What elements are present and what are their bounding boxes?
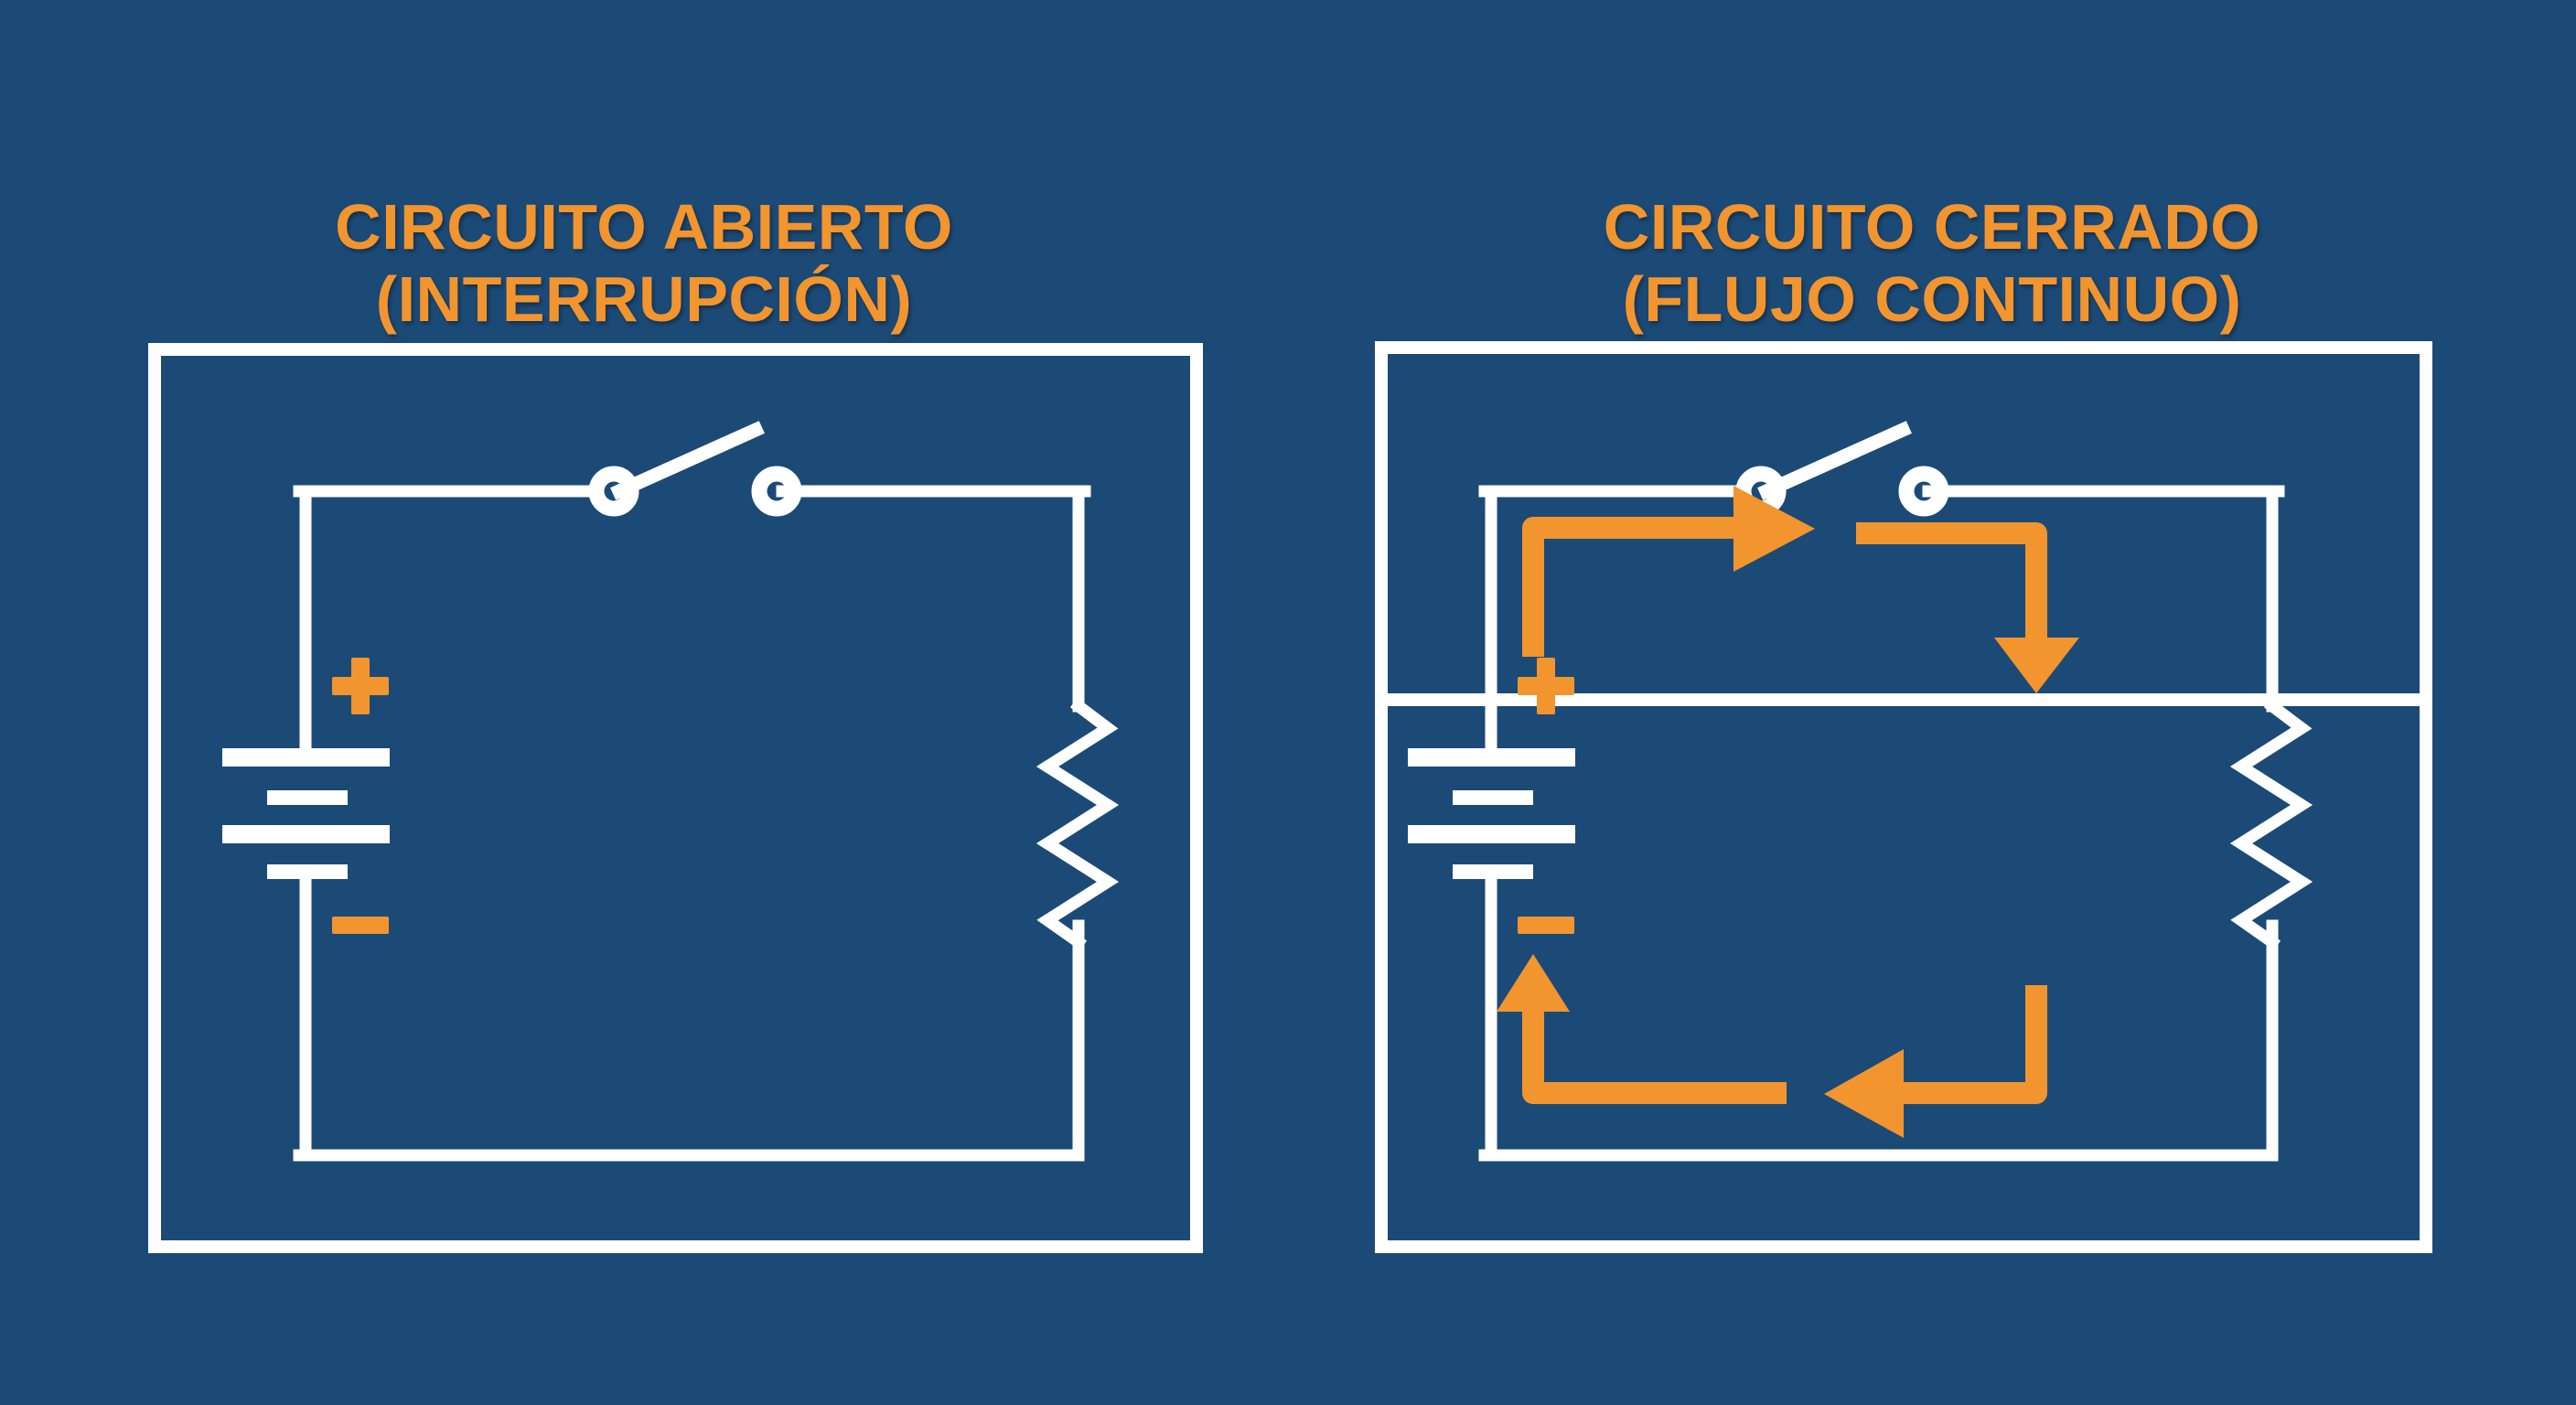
panel-open-circuit: CIRCUITO ABIERTO (INTERRUPCIÓN) <box>0 119 1288 1253</box>
closed-circuit-drawing <box>1375 341 2432 1253</box>
switch-icon[interactable] <box>1735 421 1949 517</box>
title-line-2: (FLUJO CONTINUO) <box>1622 263 2242 336</box>
resistor-icon <box>2229 697 2313 951</box>
switch-terminal-right[interactable] <box>1898 466 1949 517</box>
panel-frame <box>148 343 1203 1253</box>
switch-lever[interactable] <box>610 421 765 500</box>
panel-open-circuit-title: CIRCUITO ABIERTO (INTERRUPCIÓN) <box>0 119 1288 408</box>
arrow-top-left-head <box>1733 486 1815 572</box>
minus-icon <box>1518 917 1574 934</box>
switch-icon[interactable] <box>588 421 802 517</box>
open-circuit-drawing <box>148 343 1203 1253</box>
arrow-top-left-icon <box>1522 517 1741 657</box>
title-line-1: CIRCUITO CERRADO <box>1603 191 2261 263</box>
switch-lever[interactable] <box>1757 421 1912 500</box>
arrow-bottom-right-icon <box>1896 985 2047 1104</box>
title-line-1: CIRCUITO ABIERTO <box>335 191 953 263</box>
plus-icon <box>332 658 389 714</box>
switch-terminal-right[interactable] <box>751 466 802 517</box>
resistor-icon <box>1036 697 1120 951</box>
arrow-bottom-left-icon <box>1522 1004 1787 1104</box>
panel-closed-circuit: CIRCUITO CERRADO (FLUJO CONTINUO) <box>1288 0 2576 1405</box>
panel-frame-full <box>1375 341 2432 1253</box>
arrow-top-right-icon <box>1856 522 2047 645</box>
plus-icon <box>1518 658 1574 714</box>
title-line-2: (INTERRUPCIÓN) <box>375 263 913 336</box>
switch-terminal-left[interactable] <box>588 466 639 517</box>
arrow-bottom-right-head <box>1824 1049 1904 1138</box>
arrow-bottom-left-head <box>1497 954 1570 1012</box>
minus-icon <box>332 917 389 934</box>
arrow-top-right-head <box>1994 638 2079 693</box>
panel-closed-circuit-title: CIRCUITO CERRADO (FLUJO CONTINUO) <box>1288 119 2576 408</box>
